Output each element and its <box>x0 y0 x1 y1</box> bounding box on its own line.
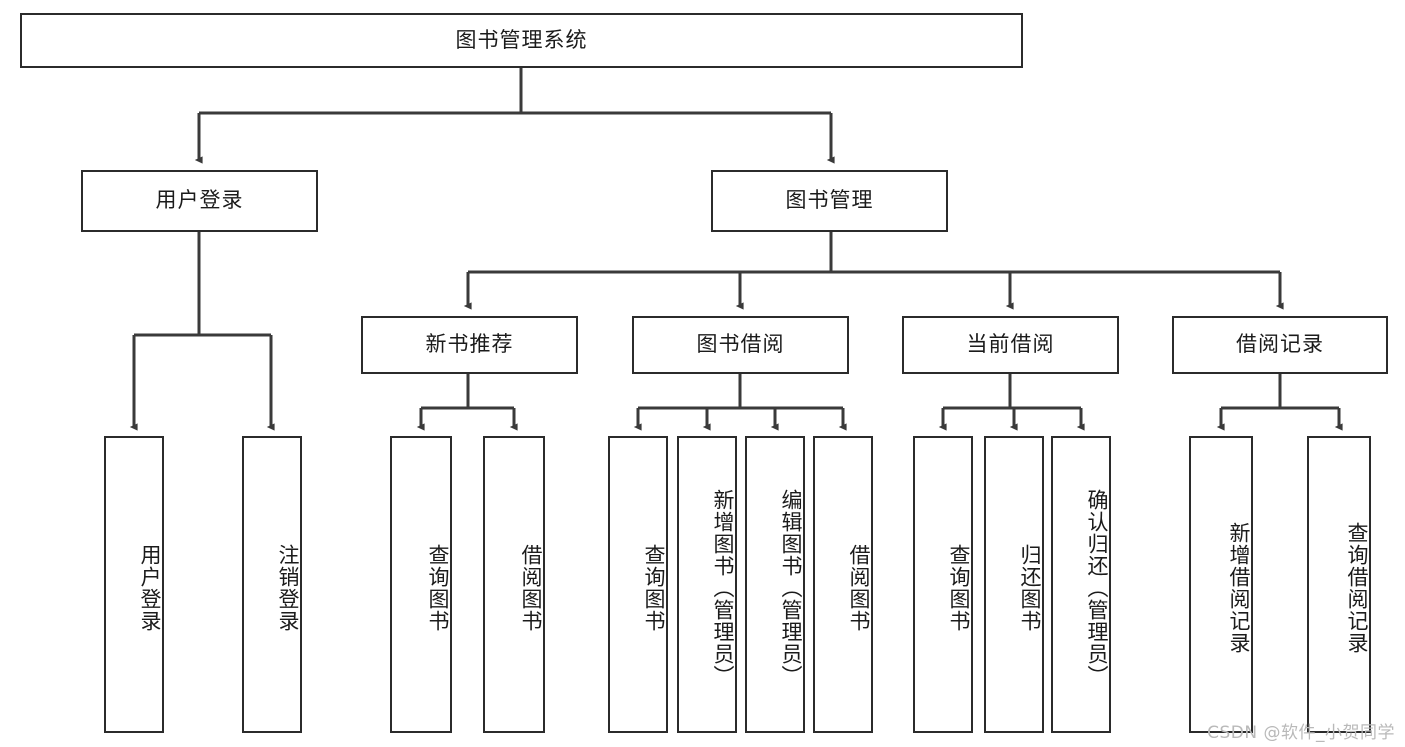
node-book-borrow[interactable]: 图书借阅 <box>632 316 849 374</box>
leaf-borrow-book[interactable]: 借阅图书 <box>813 436 873 733</box>
leaf-query-book-recommend-label: 查询图书 <box>426 543 450 632</box>
leaf-query-book-borrow-label: 查询图书 <box>642 543 666 632</box>
leaf-query-book-recommend[interactable]: 查询图书 <box>390 436 452 733</box>
leaf-query-book-current-label: 查询图书 <box>947 543 971 632</box>
leaf-return-book[interactable]: 归还图书 <box>984 436 1044 733</box>
node-borrow-record-label: 借阅记录 <box>1236 332 1324 357</box>
leaf-add-borrow-record[interactable]: 新增借阅记录 <box>1189 436 1253 733</box>
node-borrow-record[interactable]: 借阅记录 <box>1172 316 1388 374</box>
leaf-query-borrow-record[interactable]: 查询借阅记录 <box>1307 436 1371 733</box>
node-current-borrow[interactable]: 当前借阅 <box>902 316 1119 374</box>
leaf-logout-label: 注销登录 <box>276 543 300 632</box>
node-root-label: 图书管理系统 <box>455 27 588 52</box>
leaf-borrow-book-recommend[interactable]: 借阅图书 <box>483 436 545 733</box>
leaf-add-book-admin-label: 新增图书（管理员） <box>711 488 735 687</box>
node-user-login-label: 用户登录 <box>155 188 244 213</box>
leaf-logout[interactable]: 注销登录 <box>242 436 302 733</box>
leaf-return-book-label: 归还图书 <box>1018 543 1042 632</box>
node-new-book-recommend-label: 新书推荐 <box>425 332 514 357</box>
node-book-borrow-label: 图书借阅 <box>696 332 785 357</box>
node-user-login[interactable]: 用户登录 <box>81 170 318 232</box>
leaf-add-borrow-record-label: 新增借阅记录 <box>1227 521 1251 654</box>
leaf-borrow-book-recommend-label: 借阅图书 <box>519 543 543 632</box>
node-new-book-recommend[interactable]: 新书推荐 <box>361 316 578 374</box>
leaf-confirm-return-admin-label: 确认归还（管理员） <box>1085 488 1109 687</box>
leaf-edit-book-admin-label: 编辑图书（管理员） <box>779 488 803 687</box>
leaf-query-book-current[interactable]: 查询图书 <box>913 436 973 733</box>
node-book-management-label: 图书管理 <box>785 188 874 213</box>
watermark: CSDN @软件_小贺同学 <box>1207 723 1395 743</box>
leaf-confirm-return-admin[interactable]: 确认归还（管理员） <box>1051 436 1111 733</box>
leaf-user-login-label: 用户登录 <box>138 543 162 632</box>
leaf-query-borrow-record-label: 查询借阅记录 <box>1345 521 1369 654</box>
leaf-edit-book-admin[interactable]: 编辑图书（管理员） <box>745 436 805 733</box>
node-book-management[interactable]: 图书管理 <box>711 170 948 232</box>
leaf-user-login[interactable]: 用户登录 <box>104 436 164 733</box>
leaf-query-book-borrow[interactable]: 查询图书 <box>608 436 668 733</box>
leaf-borrow-book-label: 借阅图书 <box>847 543 871 632</box>
node-current-borrow-label: 当前借阅 <box>966 332 1055 357</box>
node-root[interactable]: 图书管理系统 <box>20 13 1023 68</box>
leaf-add-book-admin[interactable]: 新增图书（管理员） <box>677 436 737 733</box>
